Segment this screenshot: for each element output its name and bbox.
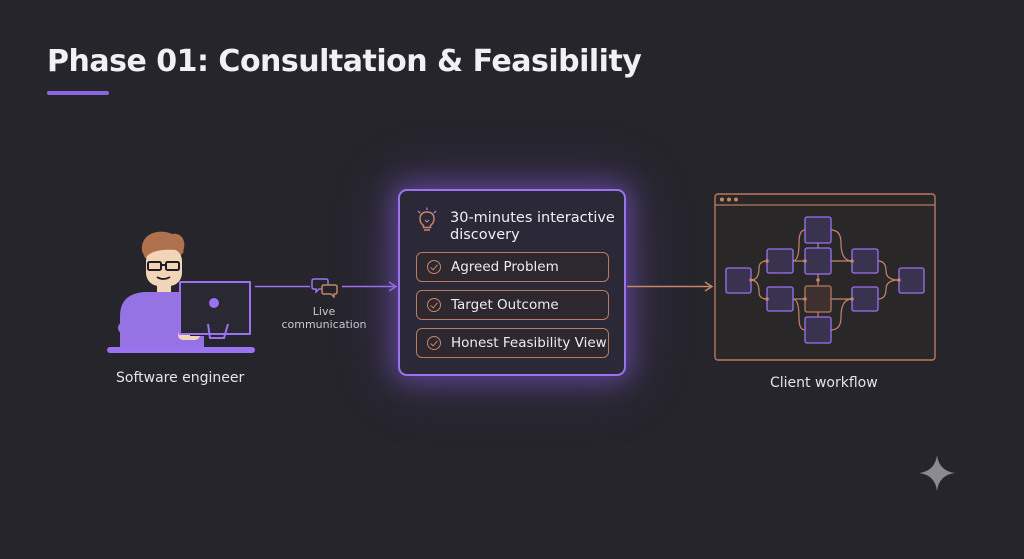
software-engineer-label: Software engineer (116, 370, 245, 386)
sparkle-icon (919, 455, 955, 491)
lightbulb-icon (417, 207, 437, 231)
client-workflow-label: Client workflow (770, 375, 878, 391)
discovery-card-title: 30-minutes interactive discovery (450, 210, 615, 244)
check-circle-icon (427, 260, 441, 274)
connector-label-line1: Live (312, 305, 336, 318)
discovery-card: 30-minutes interactive discovery Agreed … (398, 189, 626, 376)
card-to-workflow-connector (627, 281, 714, 292)
software-engineer-illustration (107, 231, 255, 353)
outcome-item-label: Target Outcome (451, 297, 559, 313)
page-title: Phase 01: Consultation & Feasibility (47, 44, 642, 79)
discovery-card-header: 30-minutes interactive discovery (416, 207, 616, 245)
discovery-card-title-line1: 30-minutes interactive (450, 210, 615, 226)
outcome-item-honest-feasibility-view: Honest Feasibility View (416, 328, 609, 358)
outcome-item-agreed-problem: Agreed Problem (416, 252, 609, 282)
title-underline (47, 91, 109, 95)
chat-bubbles-icon (311, 278, 338, 298)
connector-label-line2: communication (281, 318, 367, 331)
outcome-item-label: Agreed Problem (451, 259, 559, 275)
engineer-to-card-connector (255, 281, 398, 292)
outcome-item-target-outcome: Target Outcome (416, 290, 609, 320)
check-circle-icon (427, 298, 441, 312)
discovery-card-title-line2: discovery (450, 227, 520, 243)
client-workflow-diagram (714, 193, 936, 361)
outcome-item-label: Honest Feasibility View (451, 335, 607, 351)
check-circle-icon (427, 336, 441, 350)
